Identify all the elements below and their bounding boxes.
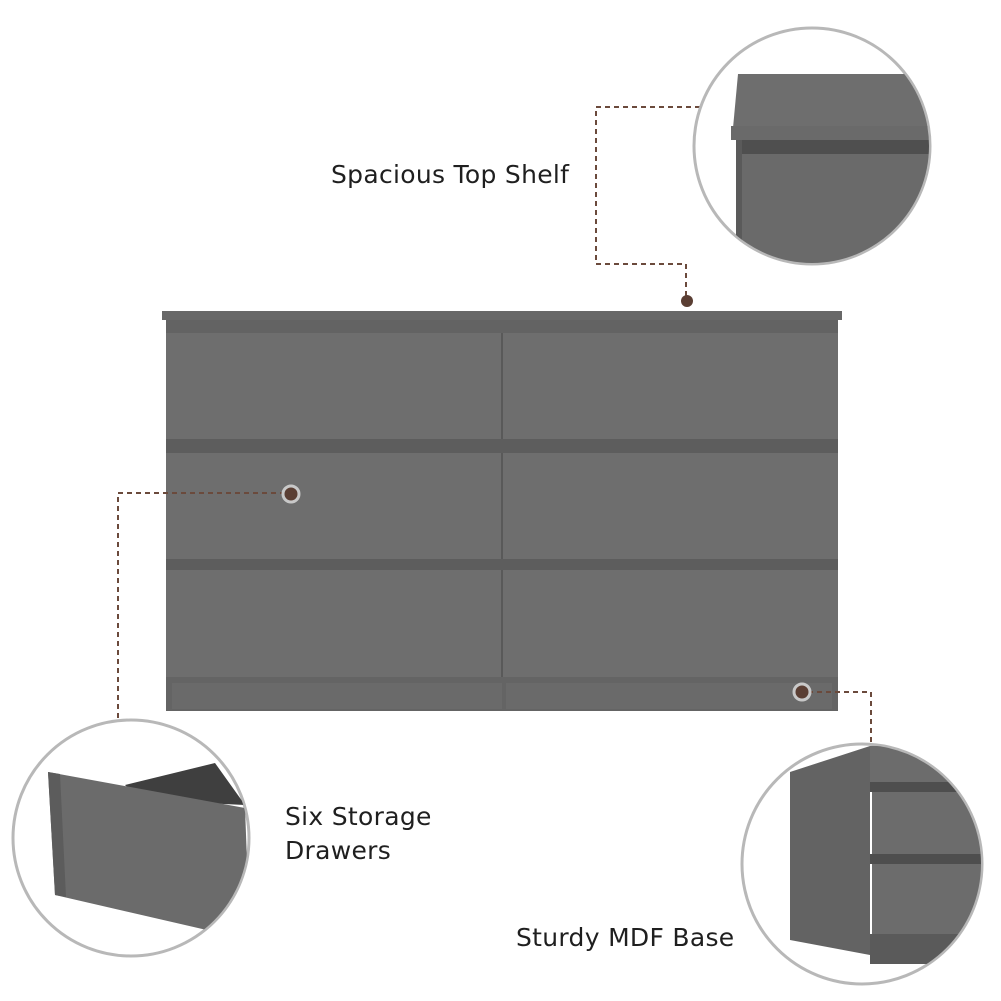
drawer-2 bbox=[503, 333, 838, 439]
callout-lines bbox=[117, 106, 872, 745]
base-ring-marker bbox=[792, 682, 812, 702]
drawer-6 bbox=[503, 570, 838, 677]
drawers-ring-marker bbox=[281, 484, 301, 504]
base-panel-right bbox=[506, 683, 832, 709]
drawer-4 bbox=[503, 453, 838, 559]
base-callout-line bbox=[808, 691, 872, 745]
drawers-callout-line bbox=[117, 492, 284, 718]
dresser bbox=[162, 311, 842, 711]
detail-circle-drawers bbox=[11, 718, 251, 958]
drawer-3 bbox=[166, 453, 501, 559]
top-rail bbox=[166, 320, 838, 333]
top-shelf-callout-line bbox=[595, 106, 700, 300]
base-label: Sturdy MDF Base bbox=[516, 921, 735, 955]
drawers-label: Six Storage Drawers bbox=[285, 800, 432, 868]
base-panel-left bbox=[172, 683, 502, 709]
top-shelf-label-text: Spacious Top Shelf bbox=[331, 160, 570, 189]
gap-row-2 bbox=[166, 559, 838, 570]
top-shelf-label: Spacious Top Shelf bbox=[331, 158, 569, 192]
drawers-label-line2: Drawers bbox=[285, 836, 392, 865]
detail-circle-base bbox=[740, 742, 984, 986]
drawers-label-line1: Six Storage bbox=[285, 802, 432, 831]
drawer-5 bbox=[166, 570, 501, 677]
gap-row-1 bbox=[166, 439, 838, 453]
top-shelf-dot-marker bbox=[681, 295, 693, 307]
detail-circle-top-shelf bbox=[692, 26, 932, 266]
drawer-1 bbox=[166, 333, 501, 439]
dresser-top-shelf bbox=[162, 311, 842, 320]
base-label-text: Sturdy MDF Base bbox=[516, 923, 735, 952]
